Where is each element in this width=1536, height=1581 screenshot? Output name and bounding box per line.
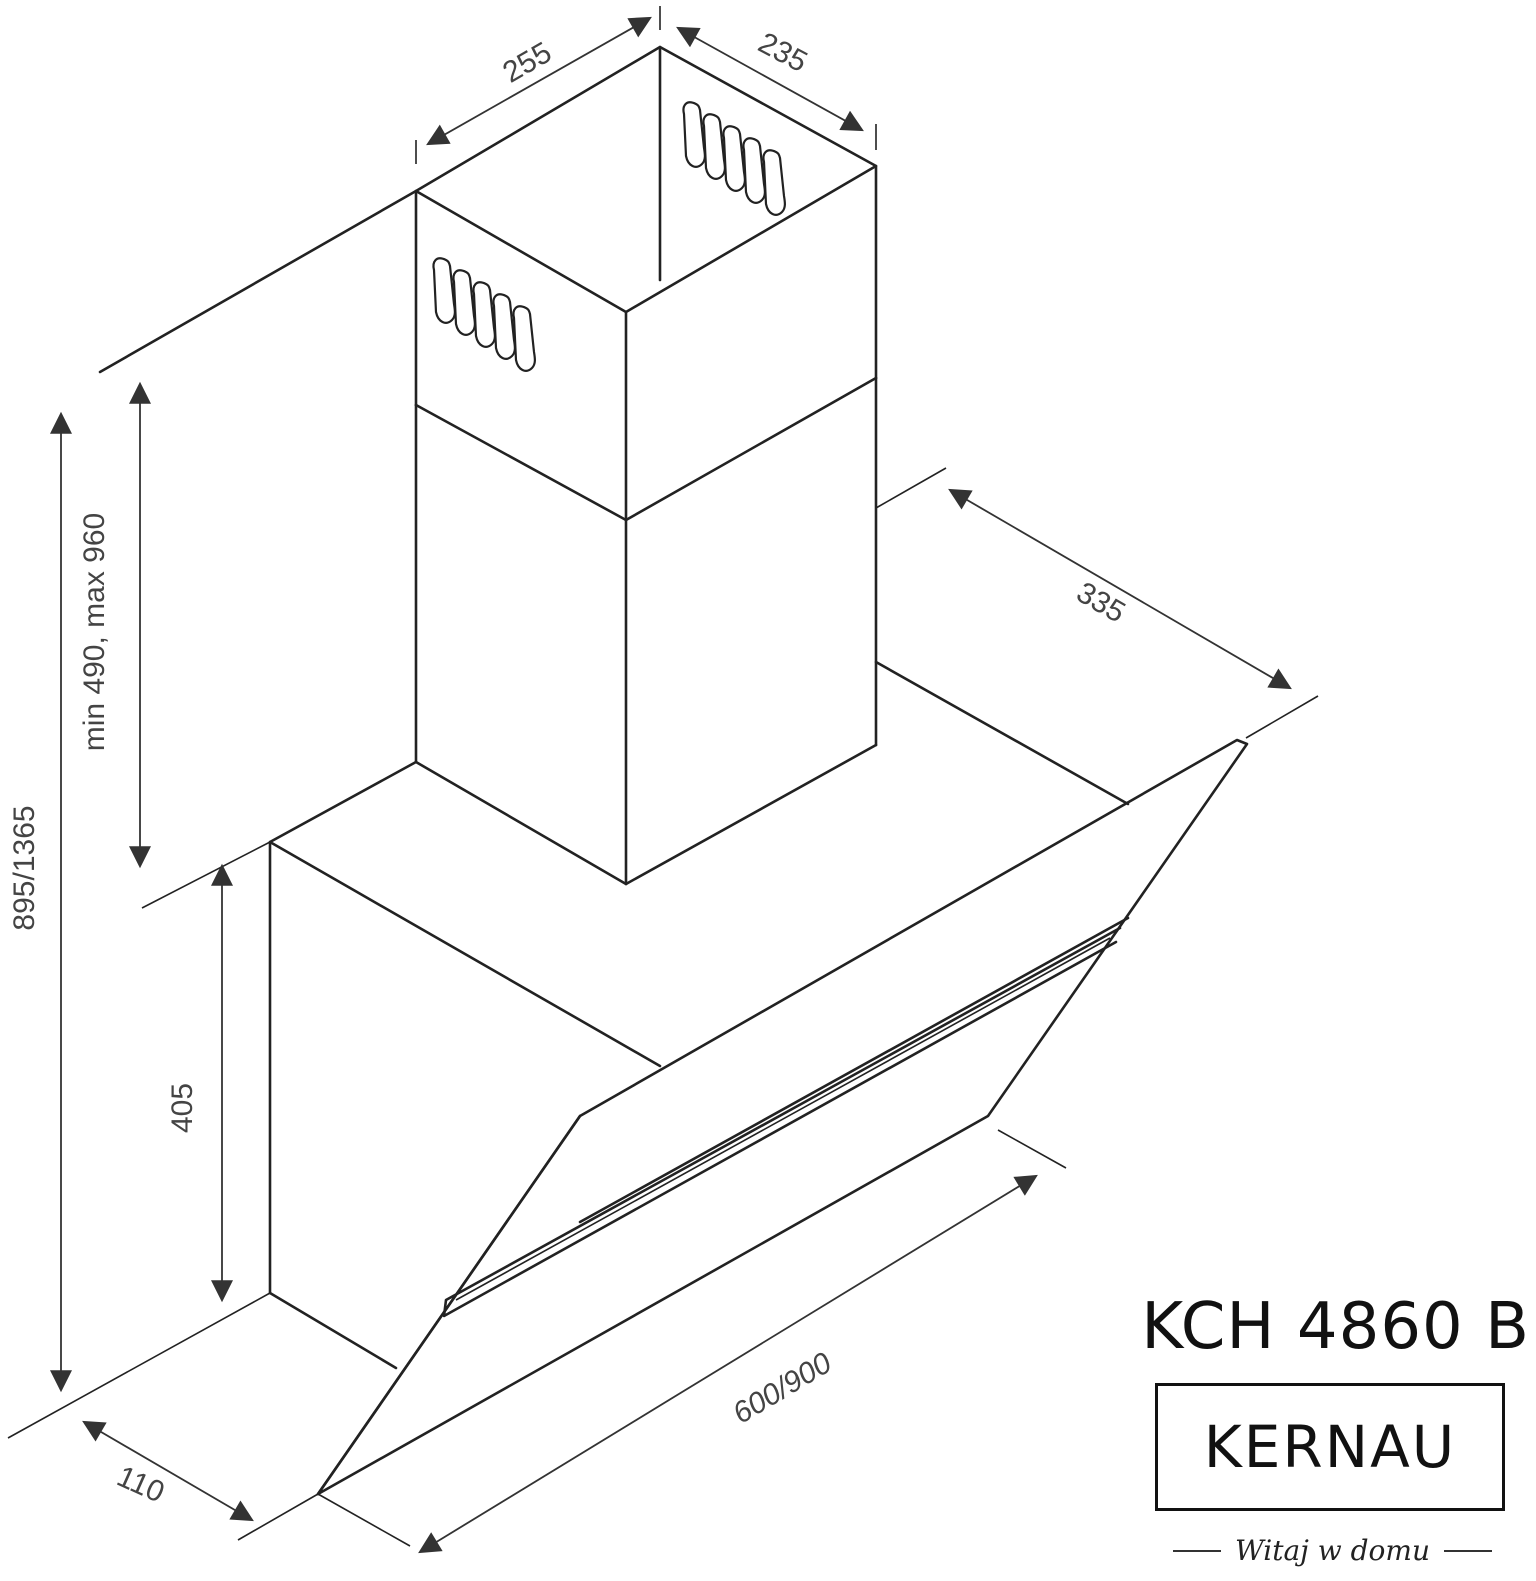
label-total-height: 895/1365	[8, 805, 41, 930]
label-chimney-depth: 235	[753, 26, 813, 79]
chimney-lower	[414, 376, 878, 886]
wall-line	[98, 189, 418, 374]
label-hood-depth: 335	[1071, 576, 1131, 630]
label-body-height: 405	[166, 1083, 199, 1133]
brand-logo: KERNAU	[1155, 1383, 1505, 1511]
tagline-text: Witaj w domu	[1234, 1534, 1430, 1567]
extension-lines	[7, 6, 1319, 1547]
vent-slots-back	[682, 101, 786, 216]
dimension-arrows	[50, 16, 1292, 1554]
brand-tagline: Witaj w domu	[1160, 1534, 1505, 1567]
arrow-chimney-width	[426, 16, 652, 146]
label-hood-width: 600/900	[727, 1346, 837, 1430]
tagline-rule-left	[1172, 1549, 1221, 1552]
label-chimney-height: min 490, max 960	[78, 513, 111, 751]
arrow-hood-depth	[948, 488, 1292, 690]
hood-body	[268, 660, 1130, 1370]
arrow-chimney-depth	[676, 26, 864, 132]
arrow-bottom-depth	[82, 1420, 254, 1522]
label-chimney-width: 255	[497, 36, 557, 90]
arrow-hood-width	[418, 1174, 1038, 1554]
tagline-rule-right	[1444, 1549, 1492, 1552]
model-number: KCH 4860 B	[1141, 1290, 1530, 1364]
brand-logo-text: KERNAU	[1203, 1413, 1457, 1481]
vent-slots-left	[432, 257, 536, 372]
